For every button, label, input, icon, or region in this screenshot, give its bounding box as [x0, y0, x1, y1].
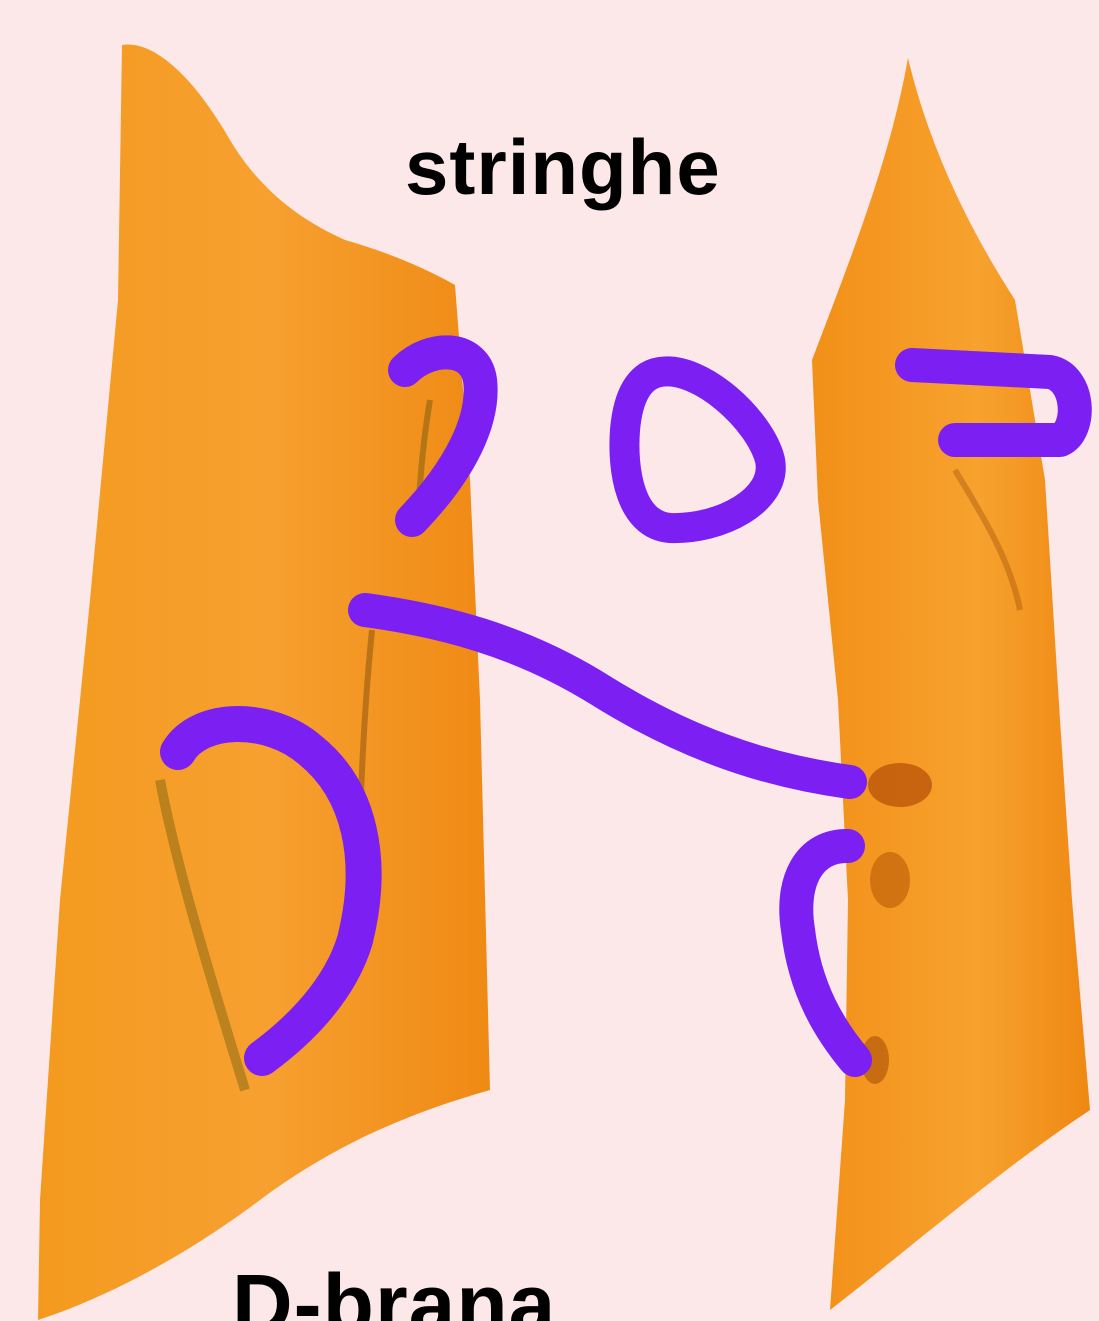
strings-label: stringhe — [405, 128, 721, 206]
right-dbrane-mark — [868, 763, 932, 807]
left-dbrane — [38, 44, 490, 1320]
closed-string-loop — [624, 371, 770, 528]
dbrane-label: D-brana — [232, 1262, 556, 1321]
open-string-right-bottom — [796, 846, 855, 1060]
right-dbrane-mark — [870, 852, 910, 908]
right-dbrane — [812, 58, 1090, 1310]
